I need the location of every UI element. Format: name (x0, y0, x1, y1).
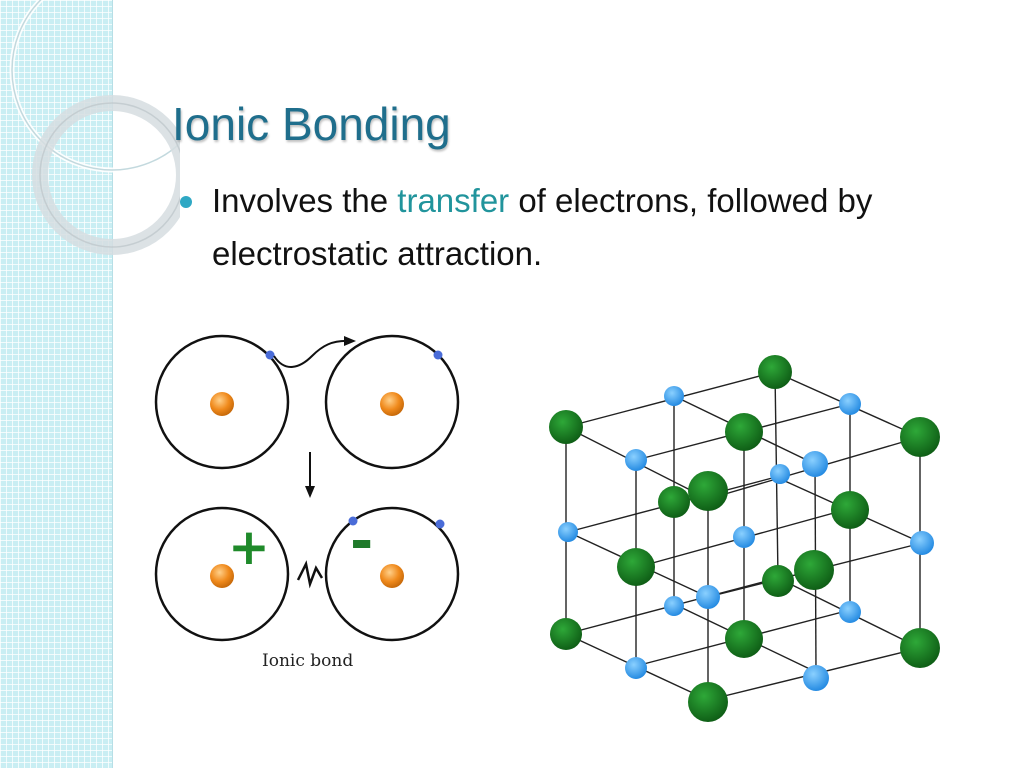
nucleus-bottom-right (380, 564, 404, 588)
slide-title: Ionic Bonding (172, 97, 451, 150)
bullet-text-start: Involves the (212, 182, 398, 219)
electron-bottom-right-1 (348, 516, 358, 526)
plus-sign: + (228, 518, 270, 576)
bullet-dot-icon (180, 196, 192, 208)
ionic-bond-caption: Ionic bond (262, 651, 353, 671)
strip-divider (112, 0, 117, 768)
bullet-highlight-word: transfer (397, 182, 510, 219)
bullet-text-end: of electrons, followed by electrostatic … (212, 182, 873, 272)
atom-shell-top-left (154, 334, 290, 470)
sodium-ions (549, 355, 940, 722)
ion-shell-bottom-left (154, 506, 290, 642)
chloride-ions (558, 386, 934, 691)
electron-bottom-right-2 (435, 519, 445, 529)
attraction-zigzag (296, 560, 324, 589)
nucleus-top-right (380, 392, 404, 416)
electron-transfer-diagram: + - Ionic bond (150, 328, 470, 680)
bullet-item: Involves the transfer of electrons, foll… (180, 174, 940, 280)
bullet-text: Involves the transfer of electrons, foll… (212, 174, 940, 280)
transfer-arrow (273, 339, 351, 368)
ion-shell-bottom-right (324, 506, 460, 642)
crystal-lattice-diagram (549, 355, 940, 722)
nucleus-top-left (210, 392, 234, 416)
electron-transferring (265, 350, 275, 360)
decorative-circles (9, 0, 180, 255)
electron-top-right (433, 350, 443, 360)
nucleus-bottom-left (210, 564, 234, 588)
atom-shell-top-right (324, 334, 460, 470)
minus-sign: - (350, 509, 373, 574)
